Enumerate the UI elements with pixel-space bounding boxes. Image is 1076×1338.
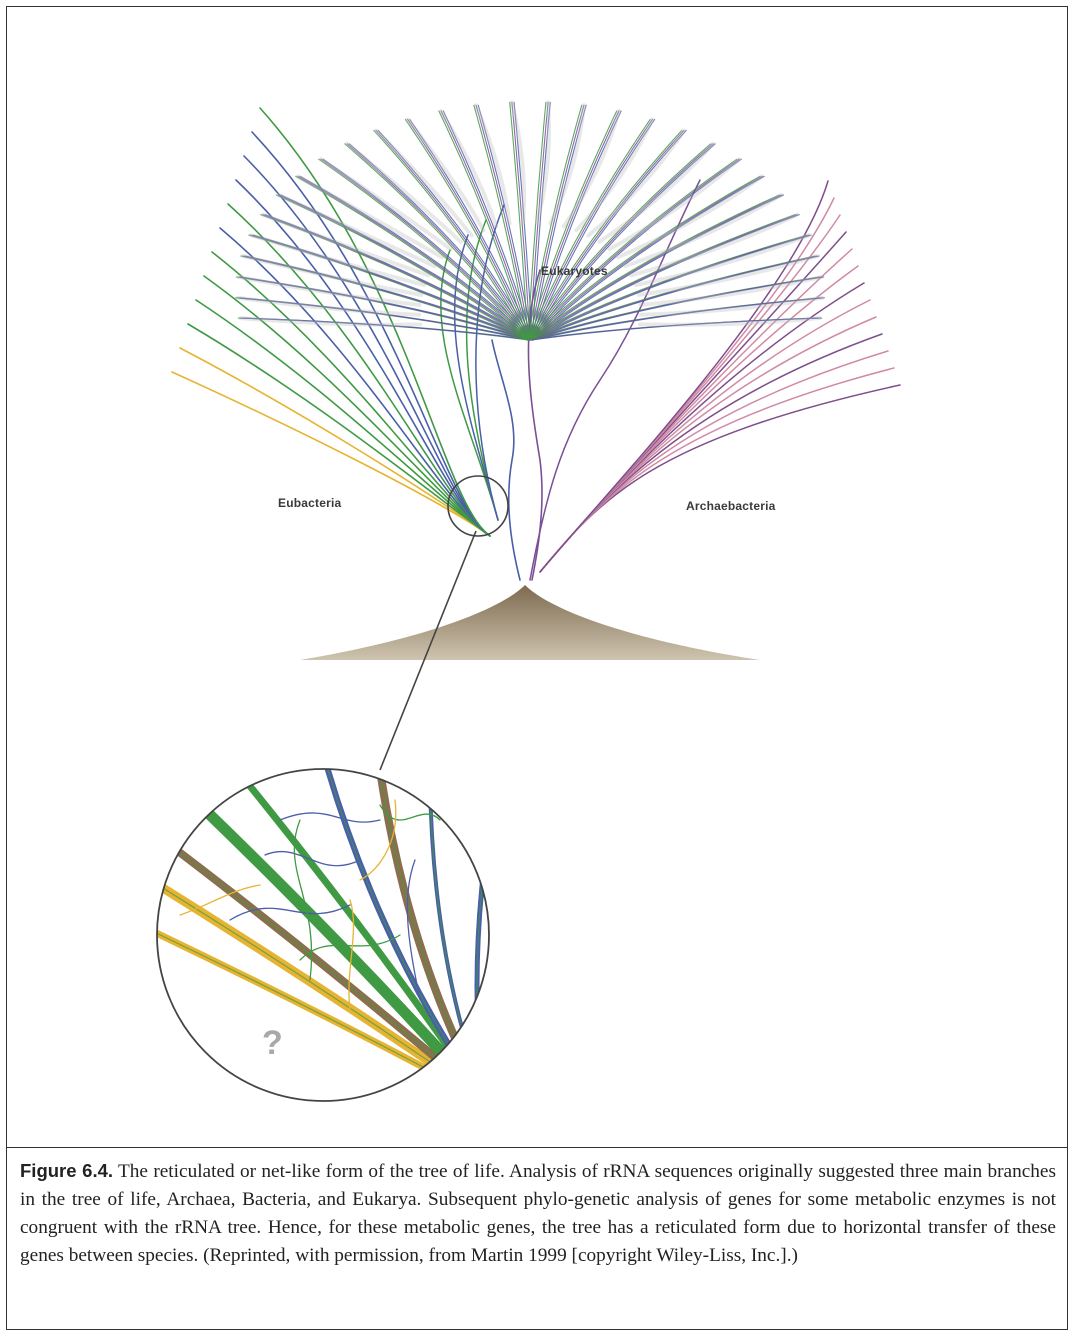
trunk-left xyxy=(492,340,520,580)
archaebacteria-branch xyxy=(540,317,876,572)
magnified-lineage xyxy=(477,790,495,1100)
eukaryote-crown-shadow xyxy=(321,159,451,249)
eukaryote-crown xyxy=(236,102,825,340)
horizontal-transfer-line xyxy=(280,813,380,822)
figure-number: Figure 6.4. xyxy=(20,1160,113,1181)
eubacteria-branch xyxy=(172,372,490,536)
magnified-lineage xyxy=(205,810,485,1100)
caption-divider xyxy=(6,1147,1068,1148)
figure-caption: Figure 6.4. The reticulated or net-like … xyxy=(20,1157,1056,1270)
caption-text: The reticulated or net-like form of the … xyxy=(20,1161,1056,1266)
archaebacteria-branch xyxy=(540,181,828,572)
eubacteria-branch xyxy=(196,300,490,536)
horizontal-transfer-line xyxy=(180,885,260,915)
unknown-origin-question-mark: ? xyxy=(262,1024,283,1063)
eukaryotes-label: Eukaryotes xyxy=(541,264,608,278)
archaebacteria-branch xyxy=(540,385,900,572)
eubacteria-label: Eubacteria xyxy=(278,496,341,510)
tree-root-base xyxy=(300,585,760,660)
archaebacteria-label: Archaebacteria xyxy=(686,499,776,513)
tree-of-life-diagram xyxy=(0,0,1076,1145)
